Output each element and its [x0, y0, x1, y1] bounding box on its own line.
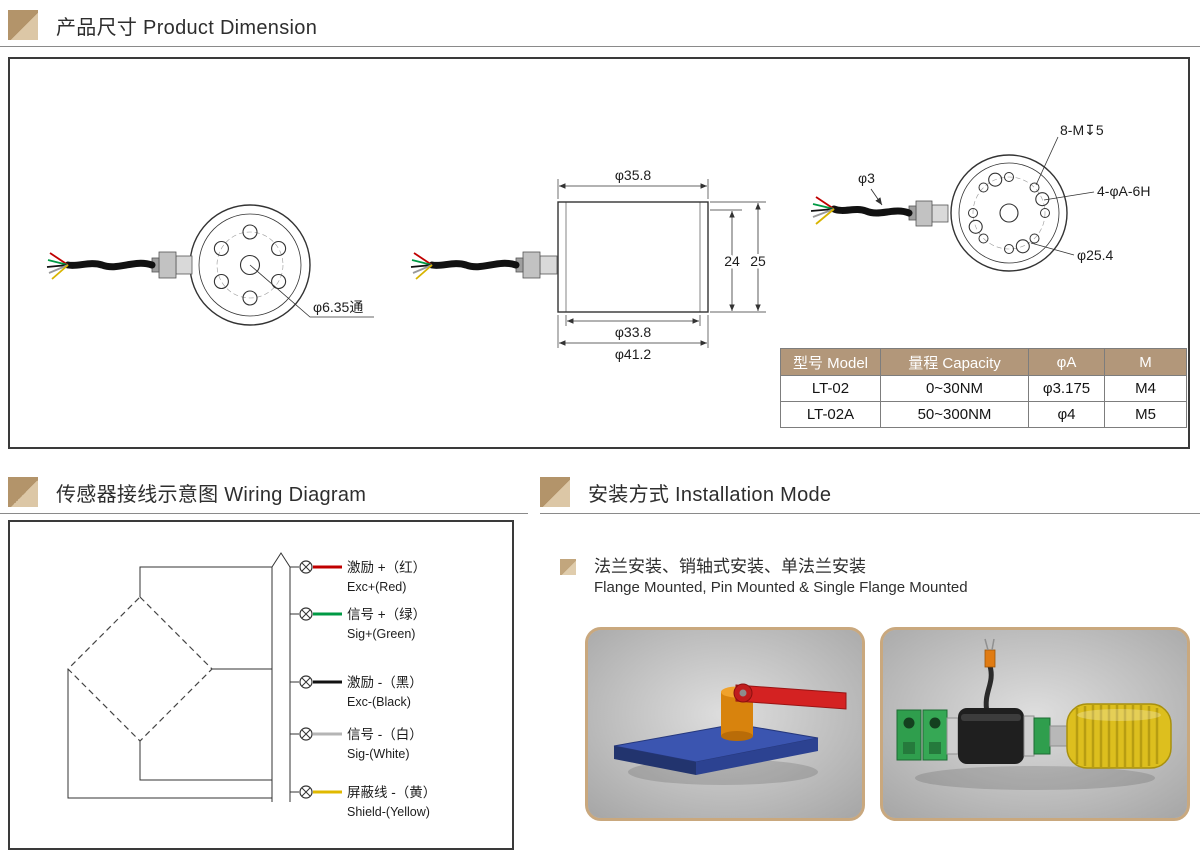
leader-line [249, 264, 374, 318]
spec-cell-m: M4 [1104, 375, 1187, 402]
cable-dia-leader [870, 188, 883, 206]
wire-terminal-sig-plus: 信号 +（绿） Sig+(Green) [299, 607, 426, 641]
wire-label-en: Sig-(White) [347, 747, 410, 761]
cable-right-view [810, 196, 949, 227]
spec-header-model: 型号 Model [780, 348, 881, 376]
extension-lines [557, 179, 766, 348]
terminal-x-icon [301, 729, 311, 739]
dimension-drawings: φ6.35通 [46, 122, 1150, 362]
pin-mounted-render [883, 630, 1187, 818]
wire-terminal-exc-minus: 激励 -（黑） Exc-(Black) [299, 675, 423, 709]
section-bullet-icon [8, 477, 38, 507]
terminal-x-icon [301, 677, 311, 687]
installation-image-flange [585, 627, 865, 821]
wiring-diagram: 激励 +（红） Exc+(Red) 信号 +（绿） Sig+(Green) 激励… [67, 552, 436, 819]
tapped-holes [968, 172, 1050, 254]
flange-mounted-render [588, 630, 862, 818]
section-bullet-icon [8, 10, 38, 40]
section-bullet-icon [540, 477, 570, 507]
dim-height-inner: 24 [724, 253, 740, 269]
divider-installation [540, 513, 1200, 514]
wire-terminal-sig-minus: 信号 -（白） Sig-(White) [299, 727, 423, 761]
divider-top [0, 46, 1200, 47]
terminal-x-icon [301, 609, 311, 619]
dim-height-outer: 25 [750, 253, 766, 269]
wiring-routes [67, 552, 299, 802]
section-title-dimension: 产品尺寸 Product Dimension [56, 16, 318, 39]
installation-image-pin [880, 627, 1190, 821]
wire-terminal-exc-plus: 激励 +（红） Exc+(Red) [299, 560, 426, 594]
dim-top-diameter: φ35.8 [615, 167, 652, 183]
wire-label-cn: 屏蔽线 -（黄） [347, 785, 436, 800]
dim-bottom-outer-diameter: φ41.2 [615, 346, 652, 362]
terminal-x-icon [301, 787, 311, 797]
installation-mode-header: 安装方式 Installation Mode [540, 477, 831, 507]
cable-side-view [410, 251, 558, 280]
wire-terminal-shield: 屏蔽线 -（黄） Shield-(Yellow) [299, 785, 436, 819]
spec-cell-phiA: φ3.175 [1028, 375, 1105, 402]
spec-cell-capacity: 0~30NM [880, 375, 1029, 402]
dim-bolt-circle-label: φ25.4 [1077, 247, 1114, 263]
dim-through-hole-label: φ6.35通 [313, 299, 363, 315]
divider-wiring [0, 513, 528, 514]
terminal-x-icon [301, 562, 311, 572]
side-view-drawing [557, 179, 766, 348]
spec-cell-capacity: 50~300NM [880, 401, 1029, 428]
wire-label-cn: 信号 -（白） [347, 727, 423, 742]
bolt-holes [213, 224, 287, 306]
section-title-installation: 安装方式 Installation Mode [588, 483, 832, 506]
spec-cell-model: LT-02A [780, 401, 881, 428]
table-row: LT-02A 50~300NM φ4 M5 [780, 401, 1187, 428]
wire-label-en: Exc+(Red) [347, 580, 406, 594]
spec-cell-phiA: φ4 [1028, 401, 1105, 428]
spec-cell-m: M5 [1104, 401, 1187, 428]
bridge-symbol [67, 596, 213, 742]
front-view-right-drawing [870, 136, 1095, 272]
wire-strands [810, 196, 835, 225]
wire-strands [410, 252, 433, 280]
wire-label-cn: 激励 +（红） [347, 560, 426, 575]
spec-header-capacity: 量程 Capacity [880, 348, 1029, 376]
spec-header-phiA: φA [1028, 348, 1105, 376]
wire-label-en: Sig+(Green) [347, 627, 415, 641]
knurl-ridges [1075, 705, 1159, 767]
dim-mount-holes-label: 4-φA-6H [1097, 183, 1150, 199]
mount-holes [968, 172, 1050, 254]
wiring-diagram-header: 传感器接线示意图 Wiring Diagram [8, 477, 366, 507]
installation-text-en: Flange Mounted, Pin Mounted & Single Fla… [594, 579, 968, 596]
wire-label-en: Shield-(Yellow) [347, 805, 430, 819]
table-row: LT-02 0~30NM φ3.175 M4 [780, 375, 1187, 402]
wire-label-cn: 激励 -（黑） [347, 675, 423, 690]
wire-strands [46, 252, 69, 280]
bullet-square-icon [560, 559, 576, 575]
dimension-lines [559, 183, 761, 346]
cable-left-view [46, 251, 193, 280]
dim-tapped-holes-label: 8-M↧5 [1060, 122, 1104, 138]
dim-bottom-inner-diameter: φ33.8 [615, 324, 652, 340]
spec-header-m: M [1104, 348, 1187, 376]
wire-label-en: Exc-(Black) [347, 695, 411, 709]
section-title-wiring: 传感器接线示意图 Wiring Diagram [56, 483, 367, 506]
wiring-diagram-panel: 激励 +（红） Exc+(Red) 信号 +（绿） Sig+(Green) 激励… [8, 520, 514, 850]
spec-header-row: 型号 Model 量程 Capacity φA M [780, 348, 1187, 376]
spec-table: 型号 Model 量程 Capacity φA M LT-02 0~30NM φ… [780, 348, 1187, 428]
spec-cell-model: LT-02 [780, 375, 881, 402]
product-dimension-header: 产品尺寸 Product Dimension [8, 10, 317, 40]
dim-cable-diameter-label: φ3 [858, 170, 875, 186]
installation-text-cn: 法兰安装、销轴式安装、单法兰安装 [594, 557, 866, 576]
leader-lines [1030, 136, 1095, 256]
wire-label-cn: 信号 +（绿） [347, 607, 426, 622]
